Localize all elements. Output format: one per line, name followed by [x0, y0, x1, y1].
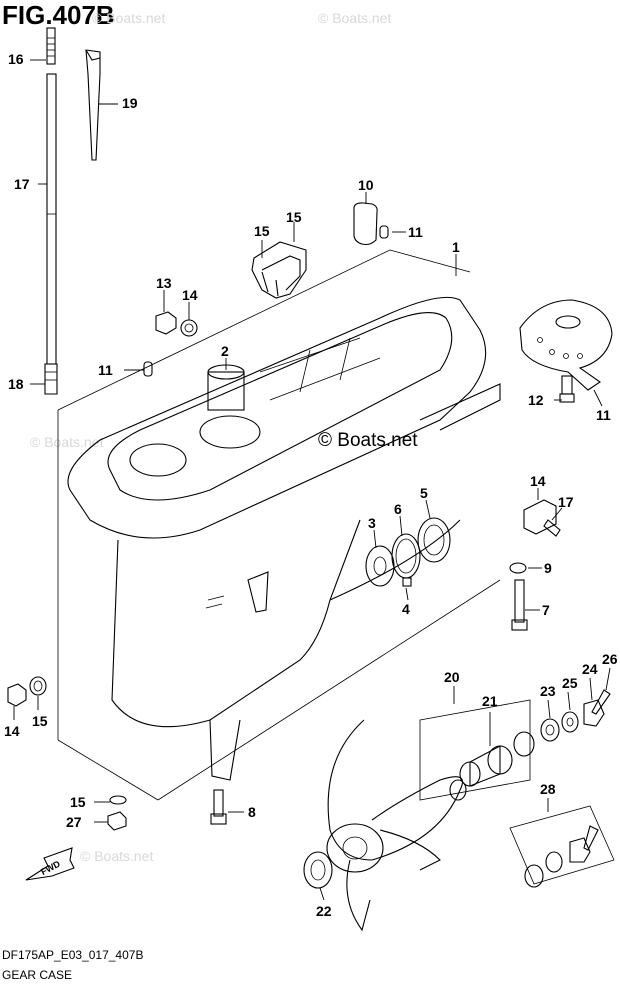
- callout-11: 11: [98, 362, 113, 378]
- bolt-7: [511, 579, 528, 631]
- part-14-lower: [7, 683, 27, 707]
- callout-31: 27: [66, 814, 82, 830]
- callout-8: 8: [248, 804, 256, 820]
- bolt-17: [543, 519, 561, 537]
- fwd-label: FWD: [39, 858, 62, 877]
- callout-27: 23: [540, 683, 556, 699]
- callout-3: 3: [368, 515, 376, 531]
- watermark: © Boats.net: [80, 848, 154, 864]
- callout-4: 4: [402, 601, 410, 617]
- callout-10: 10: [358, 177, 374, 193]
- bolt-8: [210, 789, 227, 825]
- gear-case-housing: [57, 249, 501, 801]
- callout-15: 14: [182, 287, 198, 303]
- watermark: © Boats.net: [30, 434, 104, 450]
- callout-21: 17: [14, 176, 30, 192]
- callout-12: 11: [596, 407, 611, 423]
- callout-18: 15: [254, 223, 270, 239]
- grommet-clip: [85, 49, 101, 161]
- kit-32: [509, 805, 615, 888]
- bearing-5: [417, 517, 451, 563]
- callout-32: 28: [540, 781, 556, 797]
- watermark: © Boats.net: [318, 10, 392, 26]
- callout-17: 17: [558, 494, 574, 510]
- callout-15: 15: [70, 794, 86, 810]
- key-4: [402, 577, 412, 587]
- callout-26: 22: [316, 903, 332, 919]
- callout-19: 15: [286, 209, 302, 225]
- watermark: © Boats.net: [92, 10, 166, 26]
- callouts: 16 19 17 18 11 10 11 15 15 13 14 2 1 12 …: [4, 51, 618, 919]
- diagram-code: DF175AP_E03_017_407B: [2, 948, 144, 962]
- anode-12: [519, 299, 613, 391]
- diagram-caption: GEAR CASE: [2, 968, 73, 982]
- figure-title: FIG.407B: [2, 0, 115, 30]
- plate-16: [523, 499, 557, 535]
- pin-11-left: [143, 361, 153, 377]
- kit-24-frame: [419, 699, 531, 801]
- fwd-arrow-icon: FWD: [25, 847, 75, 881]
- plug-31: [107, 811, 127, 831]
- bolt-13: [559, 375, 575, 403]
- rod-assembly: [44, 27, 58, 395]
- callout-20: 16: [8, 51, 24, 67]
- spacer-parts: [513, 689, 611, 757]
- callout-9: 9: [544, 560, 552, 576]
- callout-11: 11: [408, 224, 423, 240]
- callout-14: 14: [4, 723, 20, 739]
- watermark-main: © Boats.net: [318, 430, 418, 451]
- callout-2: 2: [221, 343, 229, 359]
- washer-9: [509, 562, 527, 574]
- callout-1: 1: [452, 239, 460, 255]
- washer-15-lower: [29, 676, 47, 696]
- callout-14: 13: [156, 275, 172, 291]
- washer-15-upper: [180, 319, 198, 337]
- thrust-washer-26: [303, 851, 333, 889]
- callout-5: 5: [420, 485, 428, 501]
- callout-15: 15: [32, 713, 48, 729]
- callout-29: 25: [562, 675, 578, 691]
- pin-11-upper: [379, 225, 389, 239]
- part-10: [353, 202, 378, 246]
- callout-24: 20: [444, 669, 460, 685]
- callout-30: 26: [602, 651, 618, 667]
- propeller: [326, 719, 464, 932]
- part-18-19: [251, 241, 307, 299]
- callout-28: 24: [582, 661, 598, 677]
- bushing-25: [449, 745, 513, 801]
- callout-23: 19: [122, 95, 138, 111]
- washer-15-bottom: [109, 795, 127, 805]
- bearing-3: [365, 545, 395, 587]
- callout-25: 21: [482, 693, 498, 709]
- callout-7: 7: [542, 602, 550, 618]
- callout-6: 6: [394, 501, 402, 517]
- leader-lines: [13, 59, 611, 901]
- callout-13: 12: [528, 392, 544, 408]
- callout-16: 14: [530, 473, 546, 489]
- callout-22: 18: [8, 376, 24, 392]
- part-14-upper: [155, 311, 177, 335]
